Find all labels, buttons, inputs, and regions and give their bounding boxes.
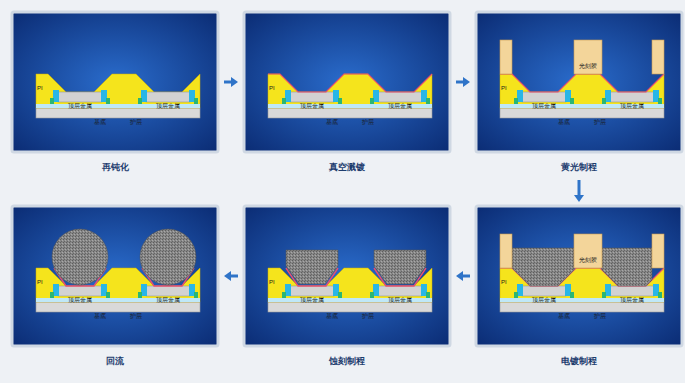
layer-label: 护层 [594,313,606,319]
process-step: 再钝化 [12,12,218,177]
label-anchor: 基底 [94,110,106,128]
process-step: 电镀制程 [476,206,682,371]
layer-label: 基底 [326,313,338,319]
label-anchor: 顶层金属 [68,288,92,306]
label-anchor: 护层 [130,304,142,322]
layer-label: PI [37,85,43,91]
layer-label: 光刻胶 [579,63,597,69]
layer-label: 顶层金属 [532,103,556,109]
arrow-head [574,195,584,202]
arrow-shaft [224,81,232,84]
layer-label: 护层 [130,313,142,319]
step-caption: 再钝化 [12,162,218,173]
flow-arrow [456,77,470,87]
label-anchor: 基底 [558,110,570,128]
label-anchor: 顶层金属 [300,288,324,306]
process-step: 真空溅镀 [244,12,450,177]
arrow-shaft [578,180,581,196]
step-caption: 真空溅镀 [244,162,450,173]
layer-label: 护层 [362,313,374,319]
label-anchor: 基底 [326,110,338,128]
layer-label: 护层 [130,119,142,125]
layer-label: 基底 [558,313,570,319]
label-anchor: PI [501,76,507,94]
process-step: 回流 [12,206,218,371]
flow-arrow [224,271,238,281]
label-anchor: 顶层金属 [156,94,180,112]
label-anchor: 顶层金属 [388,94,412,112]
layer-label: 顶层金属 [156,297,180,303]
layer-label: 护层 [594,119,606,125]
label-anchor: PI [269,270,275,288]
arrow-head [224,271,231,281]
layer-label: 顶层金属 [68,103,92,109]
label-anchor: PI [269,76,275,94]
layer-label: 顶层金属 [620,297,644,303]
layer-label: 顶层金属 [620,103,644,109]
flow-arrow [456,271,470,281]
label-anchor: 基底 [94,304,106,322]
layer-label: 护层 [362,119,374,125]
layer-label: PI [269,279,275,285]
label-anchor: PI [37,76,43,94]
label-anchor: 护层 [594,304,606,322]
flow-arrow [574,180,584,202]
layer-label: 顶层金属 [388,103,412,109]
layer-label: 顶层金属 [68,297,92,303]
step-caption: 电镀制程 [476,356,682,367]
layer-label: PI [501,85,507,91]
step-caption: 黄光制程 [476,162,682,173]
label-anchor: 基底 [558,304,570,322]
layer-label: PI [269,85,275,91]
label-anchor: 顶层金属 [300,94,324,112]
process-step: 黄光制程 [476,12,682,177]
label-anchor: 顶层金属 [532,94,556,112]
arrow-shaft [462,275,470,278]
arrow-head [231,77,238,87]
label-anchor: PI [501,270,507,288]
label-anchor: 基底 [326,304,338,322]
label-anchor: PI [37,270,43,288]
layer-label: 顶层金属 [156,103,180,109]
layer-label: PI [501,279,507,285]
step-caption: 回流 [12,356,218,367]
label-anchor: 顶层金属 [620,94,644,112]
layer-label: 基底 [558,119,570,125]
label-anchor: 光刻胶 [579,248,597,266]
layer-label: 基底 [94,313,106,319]
layer-label: 光刻胶 [579,257,597,263]
layer-label: 顶层金属 [300,103,324,109]
label-anchor: 护层 [362,110,374,128]
flow-arrow [224,77,238,87]
layer-label: 基底 [94,119,106,125]
label-anchor: 顶层金属 [68,94,92,112]
arrow-head [456,271,463,281]
label-anchor: 护层 [594,110,606,128]
label-anchor: 顶层金属 [620,288,644,306]
label-anchor: 光刻胶 [579,54,597,72]
layer-label: 顶层金属 [532,297,556,303]
step-caption: 蚀刻制程 [244,356,450,367]
layer-label: 基底 [326,119,338,125]
label-anchor: 顶层金属 [388,288,412,306]
process-step: 蚀刻制程 [244,206,450,371]
label-anchor: 护层 [130,110,142,128]
arrow-head [463,77,470,87]
label-anchor: 顶层金属 [156,288,180,306]
layer-label: 顶层金属 [388,297,412,303]
layer-label: PI [37,279,43,285]
layer-label: 顶层金属 [300,297,324,303]
label-anchor: 顶层金属 [532,288,556,306]
arrow-shaft [456,81,464,84]
arrow-shaft [230,275,238,278]
label-anchor: 护层 [362,304,374,322]
